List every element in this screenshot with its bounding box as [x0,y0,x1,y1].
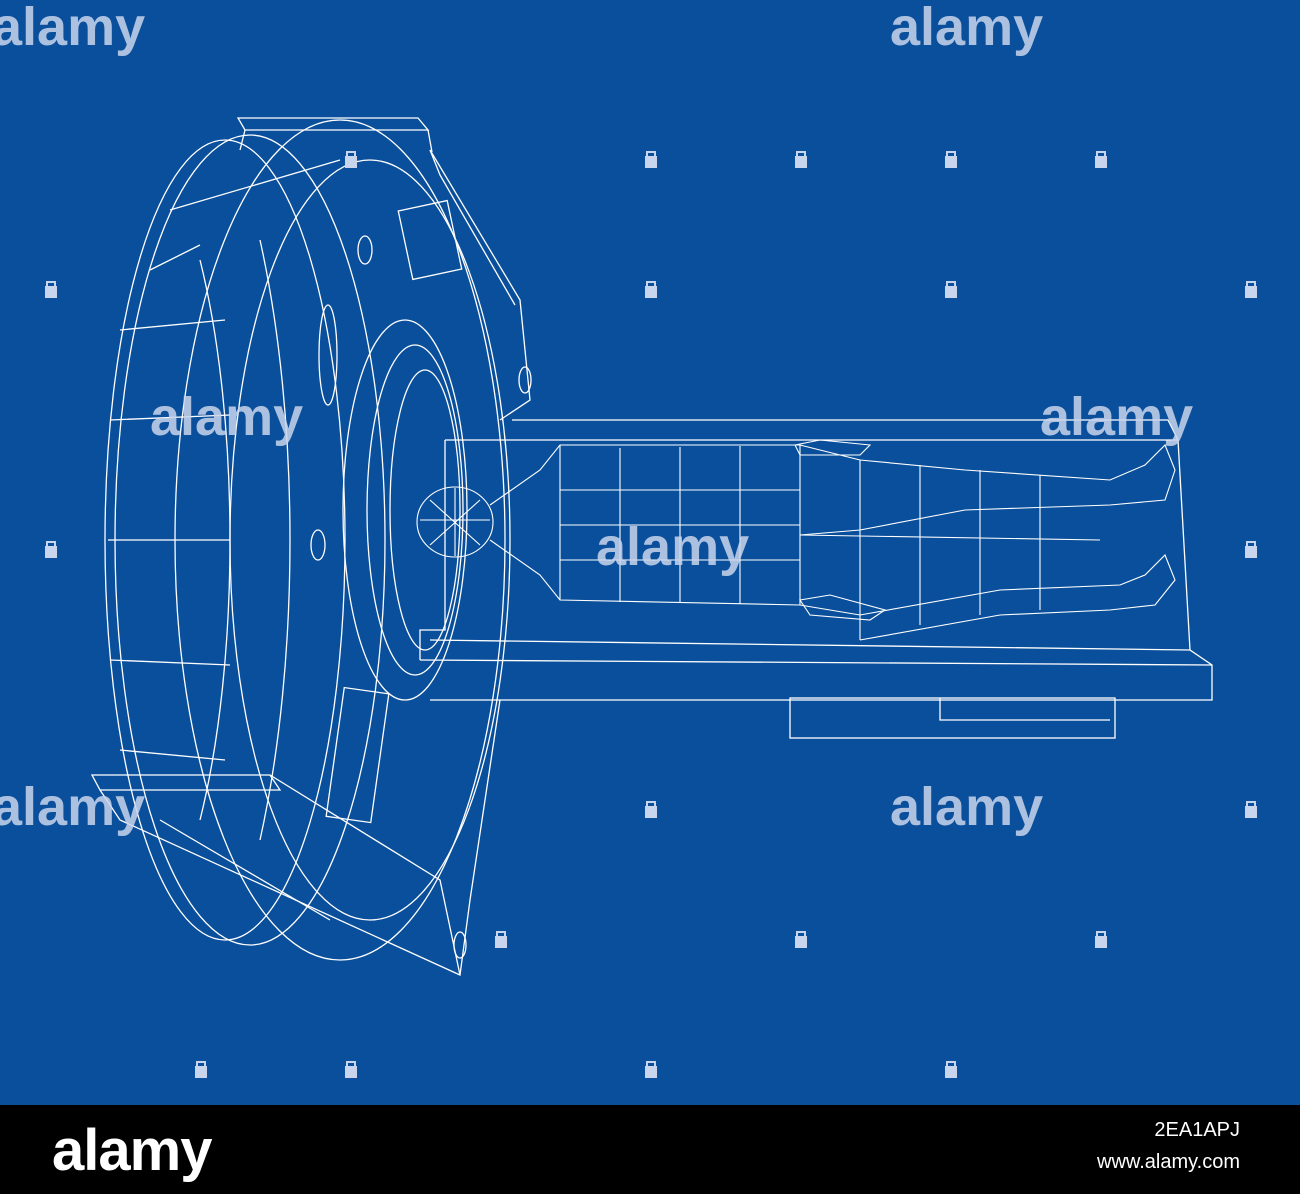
alamy-logo: alamy [52,1118,212,1183]
mri-gantry [90,117,532,976]
site-url-link[interactable]: www.alamy.com [1097,1151,1240,1173]
patient-table [419,419,1213,739]
blueprint-background [0,0,1300,1105]
wireframe-artwork: alamy alamy alamy alamy alamy alamy alam… [0,0,1300,1105]
watermark: alamy [0,777,145,837]
watermark: alamy [0,0,145,57]
watermark: alamy [150,387,303,447]
watermark: alamy [890,0,1043,57]
watermark-layer: alamy alamy alamy alamy alamy alamy alam… [0,0,1193,837]
watermark: alamy [596,517,749,577]
mri-scanner-with-patient-wireframe-icon: alamy alamy alamy alamy alamy alamy alam… [0,0,1300,1105]
stock-footer-bar: alamy 2EA1APJ www.alamy.com [0,1105,1300,1194]
image-id-label: 2EA1APJ [1154,1119,1240,1141]
watermark: alamy [890,777,1043,837]
watermark: alamy [1040,387,1193,447]
patient-body [416,439,1176,641]
watermark-lock-marks [45,151,1257,1078]
